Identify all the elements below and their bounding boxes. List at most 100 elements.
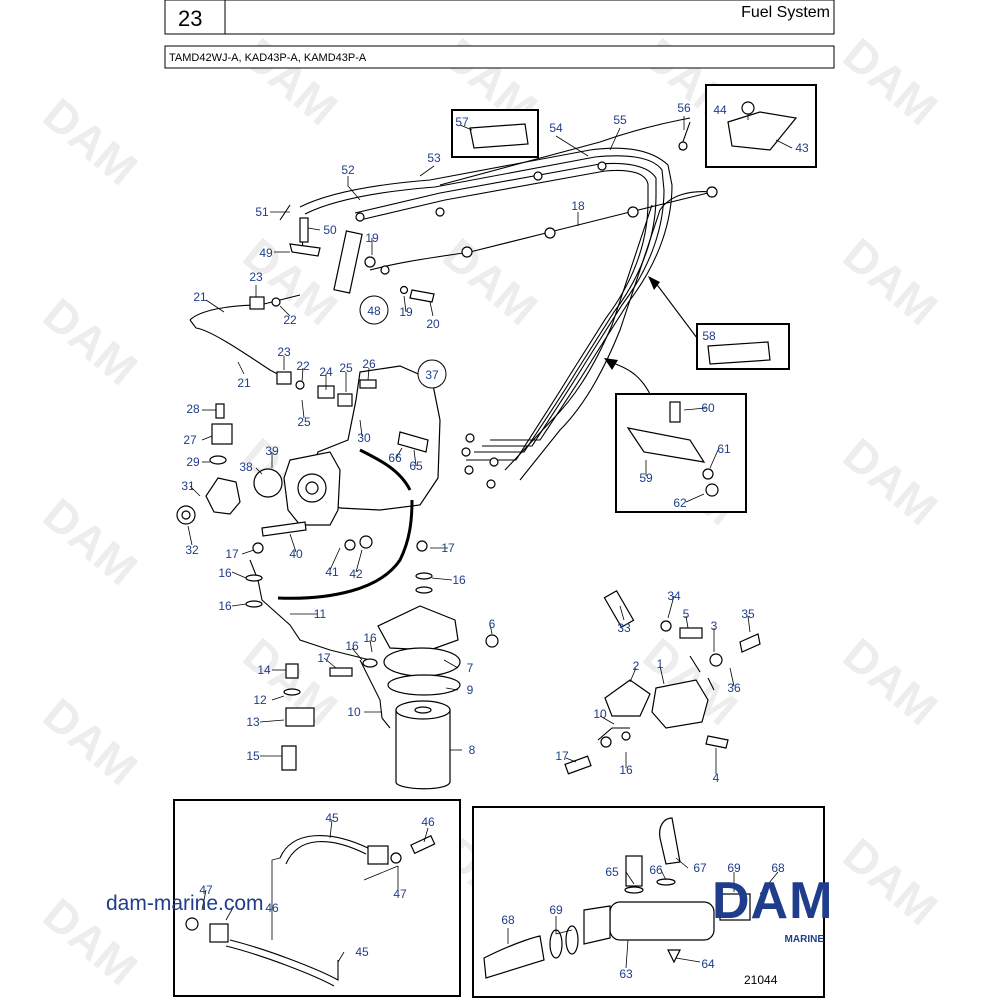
callout-54: 54 bbox=[549, 121, 563, 135]
callout-17c: 17 bbox=[317, 651, 331, 665]
pipe-nuts bbox=[355, 141, 718, 489]
logo-subtitle: MARINE bbox=[785, 934, 825, 945]
callout-51: 51 bbox=[255, 205, 269, 219]
callout-24: 24 bbox=[319, 365, 333, 379]
callout-16a: 16 bbox=[218, 566, 232, 580]
callout-40: 40 bbox=[289, 547, 303, 561]
callout-49: 49 bbox=[259, 246, 273, 260]
inset-bottom-left bbox=[173, 799, 461, 997]
watermark-text: DAM bbox=[434, 228, 548, 335]
callout-17d: 17 bbox=[555, 749, 569, 763]
inset-top-clamp bbox=[451, 84, 817, 168]
callout-21b: 21 bbox=[237, 376, 251, 390]
callout-66b: 66 bbox=[649, 863, 663, 877]
callout-65a: 65 bbox=[409, 459, 423, 473]
callout-6: 6 bbox=[489, 617, 496, 631]
callout-69a: 69 bbox=[727, 861, 741, 875]
callout-34: 34 bbox=[667, 589, 681, 603]
callout-46: 46 bbox=[421, 815, 435, 829]
callout-36: 36 bbox=[727, 681, 741, 695]
callout-7: 7 bbox=[467, 661, 474, 675]
callout-52: 52 bbox=[341, 163, 355, 177]
callout-47b: 47 bbox=[199, 883, 213, 897]
callout-32: 32 bbox=[185, 543, 199, 557]
callout-16e: 16 bbox=[363, 631, 377, 645]
callout-64: 64 bbox=[701, 957, 715, 971]
callout-65b: 65 bbox=[605, 865, 619, 879]
callout-8: 8 bbox=[469, 743, 476, 757]
page-number-box bbox=[164, 0, 226, 35]
callout-68b: 68 bbox=[501, 913, 515, 927]
callout-3: 3 bbox=[711, 619, 718, 633]
callout-67: 67 bbox=[693, 861, 707, 875]
callout-59: 59 bbox=[639, 471, 653, 485]
reference-circles: 48 37 bbox=[359, 295, 447, 389]
dam-marine-logo: DAM MARINE bbox=[712, 872, 833, 945]
engine-models: TAMD42WJ-A, KAD43P-A, KAMD43P-A bbox=[169, 52, 367, 64]
callout-16f: 16 bbox=[619, 763, 633, 777]
callout-46b: 46 bbox=[265, 901, 279, 915]
callout-2: 2 bbox=[633, 659, 640, 673]
callout-4: 4 bbox=[713, 771, 720, 785]
callout-41: 41 bbox=[325, 565, 339, 579]
callout-17b: 17 bbox=[441, 541, 455, 555]
callout-26: 26 bbox=[362, 357, 376, 371]
inset-pipe-clamp-58 bbox=[648, 276, 790, 370]
watermark-text: DAM bbox=[34, 288, 148, 395]
callout-53: 53 bbox=[427, 151, 441, 165]
injection-pump bbox=[176, 365, 441, 551]
callout-61: 61 bbox=[717, 442, 731, 456]
callout-66a: 66 bbox=[388, 451, 402, 465]
callout-25a: 25 bbox=[339, 361, 353, 375]
callout-45b: 45 bbox=[355, 945, 369, 959]
callout-57: 57 bbox=[455, 115, 469, 129]
callout-47a: 47 bbox=[393, 887, 407, 901]
fuel-filter-assembly bbox=[245, 448, 499, 790]
ref-circle-48 bbox=[359, 295, 389, 325]
callout-10a: 10 bbox=[347, 705, 361, 719]
watermark-text: DAM bbox=[834, 628, 948, 735]
callout-labels: 57 54 55 56 44 43 53 52 51 50 49 19 18 2… bbox=[181, 101, 809, 981]
callout-35: 35 bbox=[741, 607, 755, 621]
callout-13: 13 bbox=[246, 715, 260, 729]
watermark-text: DAM bbox=[834, 428, 948, 535]
inset-pipe-clamp-59 bbox=[604, 358, 747, 513]
callout-21a: 21 bbox=[193, 290, 207, 304]
callout-5: 5 bbox=[683, 607, 690, 621]
callout-42: 42 bbox=[349, 567, 363, 581]
logo-text: DAM bbox=[712, 872, 833, 930]
callout-17a: 17 bbox=[225, 547, 239, 561]
ref-circle-37 bbox=[417, 359, 447, 389]
callout-12: 12 bbox=[253, 693, 267, 707]
callout-15: 15 bbox=[246, 749, 260, 763]
callout-63: 63 bbox=[619, 967, 633, 981]
callout-38: 38 bbox=[239, 460, 253, 474]
watermark-text: DAM bbox=[834, 828, 948, 935]
watermark-text: DAM bbox=[834, 228, 948, 335]
callout-14: 14 bbox=[257, 663, 271, 677]
callout-43: 43 bbox=[795, 141, 809, 155]
callout-11: 11 bbox=[314, 607, 327, 621]
callout-29: 29 bbox=[186, 455, 200, 469]
engine-models-box bbox=[164, 45, 835, 69]
callout-58: 58 bbox=[702, 329, 716, 343]
website-text[interactable]: dam-marine.com bbox=[106, 892, 264, 915]
page-number: 23 bbox=[178, 6, 202, 31]
callout-18: 18 bbox=[571, 199, 585, 213]
watermark-text: DAM bbox=[34, 488, 148, 595]
feed-pump-assembly bbox=[564, 589, 761, 775]
callout-44: 44 bbox=[713, 103, 727, 117]
callout-60: 60 bbox=[701, 401, 715, 415]
callout-23b: 23 bbox=[277, 345, 291, 359]
callout-10b: 10 bbox=[593, 707, 607, 721]
callout-33: 33 bbox=[617, 621, 631, 635]
leader-lines bbox=[187, 114, 793, 969]
callout-62: 62 bbox=[673, 496, 687, 510]
watermark-text: DAM bbox=[34, 688, 148, 795]
callout-45a: 45 bbox=[325, 811, 339, 825]
callout-31: 31 bbox=[181, 479, 195, 493]
callout-69b: 69 bbox=[549, 903, 563, 917]
callout-25b: 25 bbox=[297, 415, 311, 429]
callout-50: 50 bbox=[323, 223, 337, 237]
